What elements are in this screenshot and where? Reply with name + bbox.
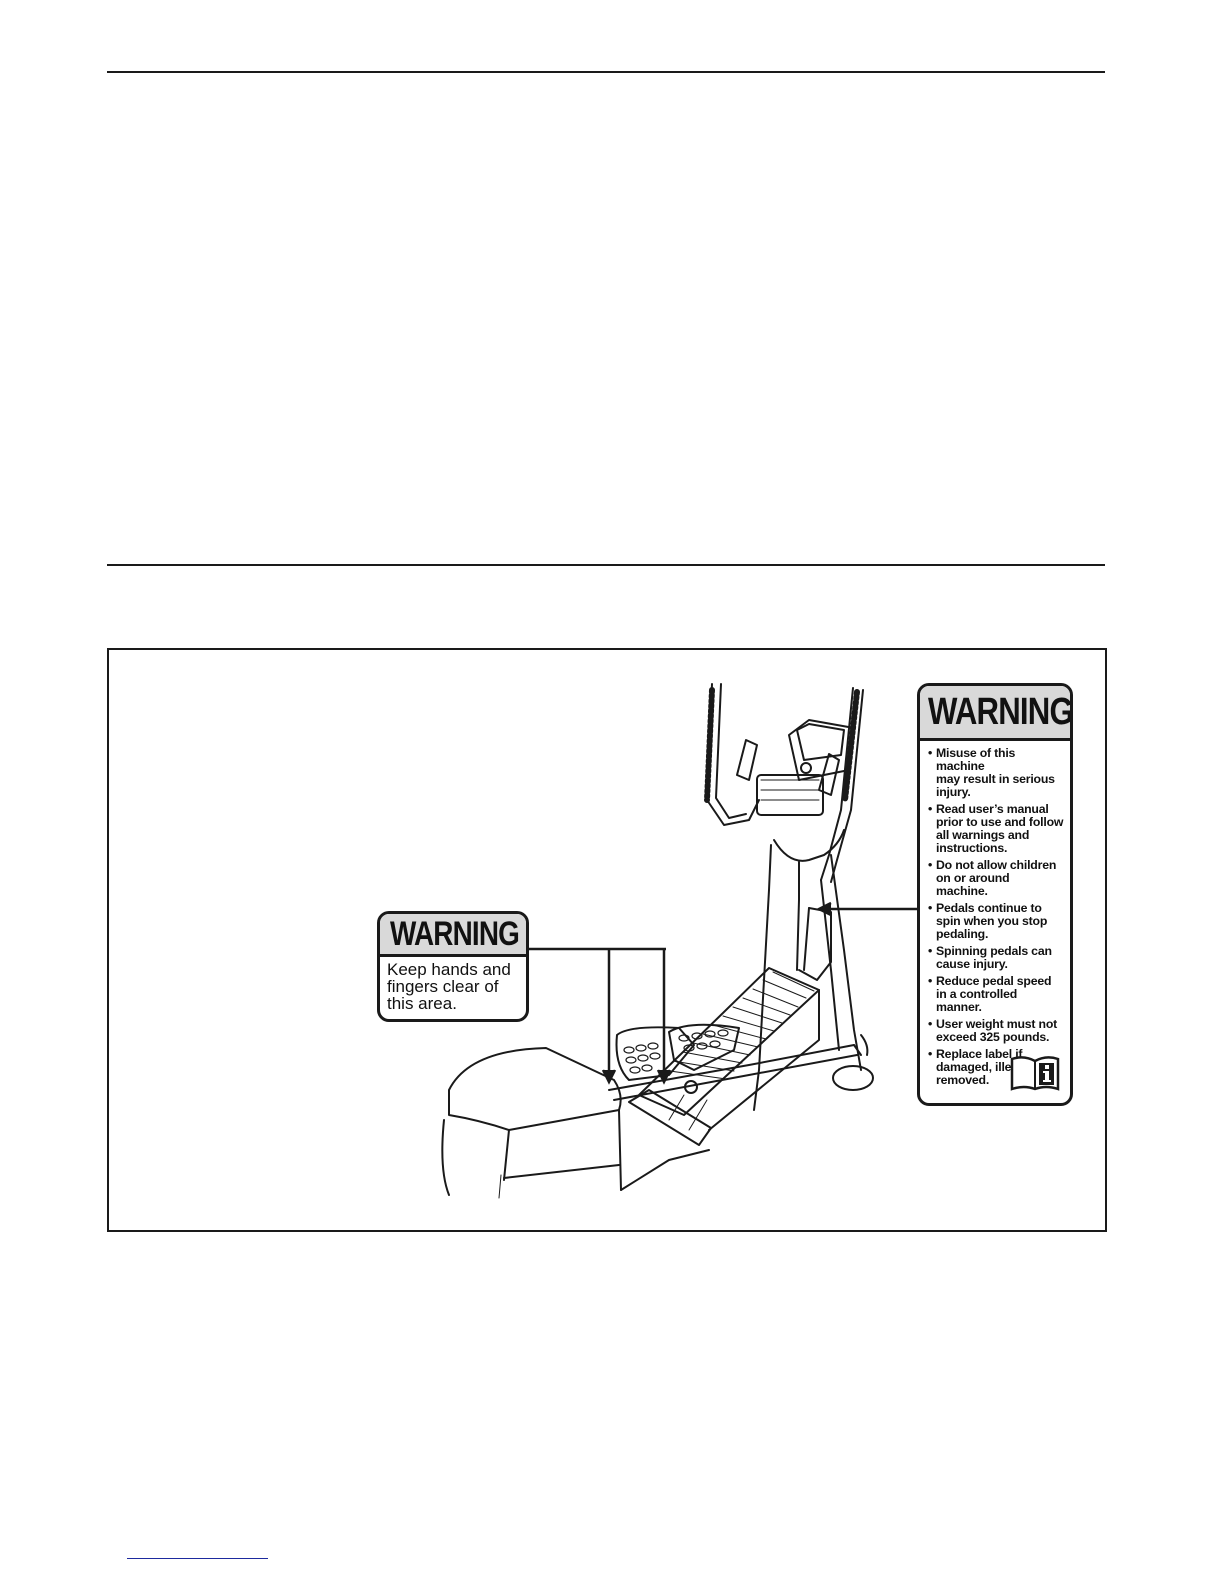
warning-body: Keep hands and fingers clear of this are…: [380, 957, 526, 1016]
pointer-lines: [525, 901, 917, 1085]
warning-line: fingers clear of: [387, 977, 499, 996]
warning-line: Keep hands and: [387, 960, 511, 979]
hands-warning-label: WARNING Keep hands and fingers clear of …: [377, 911, 529, 1022]
read-manual-info-icon: [1010, 1056, 1060, 1091]
label-placement-figure: [107, 648, 1107, 1232]
elliptical-machine-icon: [441, 683, 874, 1199]
warning-line: this area.: [387, 994, 457, 1013]
warning-header: WARNING: [920, 686, 1070, 741]
footer-link-underline[interactable]: [127, 1558, 268, 1559]
middle-rule: [107, 564, 1105, 566]
warning-header: WARNING: [380, 914, 526, 957]
warning-heading: WARNING: [390, 914, 520, 953]
top-rule: [107, 71, 1105, 73]
warning-heading: WARNING: [928, 690, 1073, 733]
